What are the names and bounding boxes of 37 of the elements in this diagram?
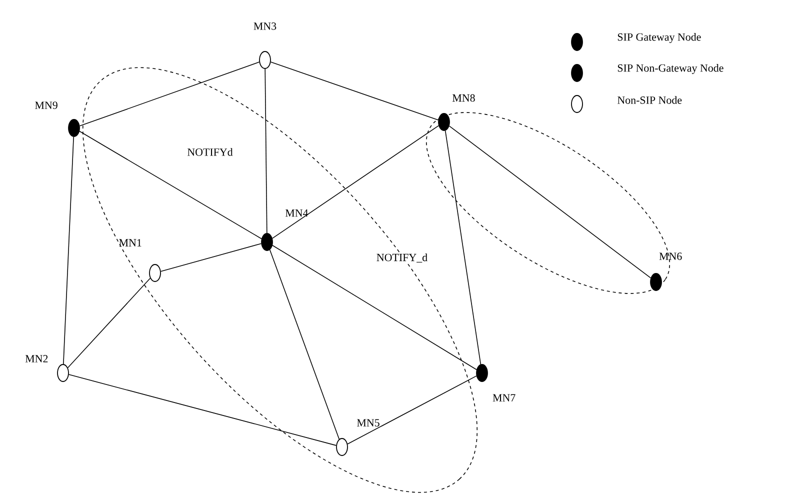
node-label: MN5: [357, 419, 380, 427]
edge-label: NOTIFYd: [186, 147, 234, 157]
link-line: [79, 130, 262, 240]
link-line: [67, 278, 151, 368]
link-line: [347, 376, 477, 444]
node-label: MN4: [285, 209, 308, 217]
link-line: [160, 243, 262, 272]
link-line: [68, 374, 337, 446]
node-label: MN8: [452, 94, 475, 102]
link-line: [264, 68, 268, 234]
legend-label: SIP Gateway Node: [618, 33, 701, 43]
network-node: MN5: [336, 419, 380, 456]
link-line: [444, 130, 482, 365]
network-node: MN3: [254, 22, 276, 69]
node-label: MN3: [254, 22, 276, 30]
node-label: MN7: [492, 394, 516, 402]
node-label: MN9: [35, 102, 58, 109]
link-line: [79, 62, 260, 126]
network-node: MN2: [25, 355, 69, 382]
link-line: [269, 249, 340, 440]
link-line: [272, 244, 477, 370]
network-node: MN1: [119, 239, 161, 282]
node-label: MN1: [119, 239, 142, 246]
network-node: MN7: [476, 364, 516, 402]
link-line: [448, 126, 652, 278]
link-line: [272, 125, 439, 239]
link-line: [270, 62, 439, 120]
network-node: MN8: [438, 94, 475, 131]
network-node: MN4: [261, 209, 308, 251]
edge-label: NOTIFY_d: [375, 252, 429, 264]
node-label: MN2: [25, 355, 48, 362]
network-node: MN6: [650, 252, 682, 291]
link-line: [63, 136, 74, 364]
network-node: MN9: [35, 102, 80, 137]
legend-label: Non-SIP Node: [618, 96, 682, 104]
legend-label: SIP Non-Gateway Node: [618, 64, 724, 74]
node-label: MN6: [659, 252, 682, 260]
